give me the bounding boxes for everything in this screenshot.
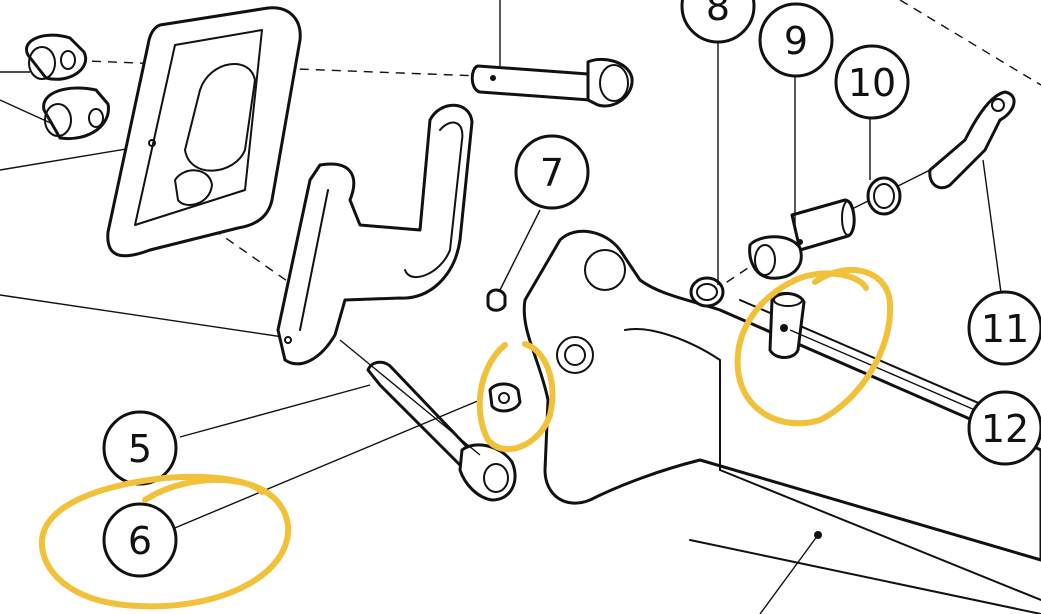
axle-assembly bbox=[748, 198, 856, 280]
callout-6-label: 6 bbox=[128, 519, 152, 563]
nut-small bbox=[488, 382, 522, 413]
lever-11 bbox=[928, 90, 1016, 301]
callout-11-label: 11 bbox=[981, 307, 1029, 351]
bushing-upper bbox=[25, 33, 88, 81]
rocker-plate-front bbox=[276, 103, 474, 366]
highlight-annotations bbox=[38, 266, 894, 610]
o-ring-10 bbox=[866, 176, 902, 216]
highlight-circle-nut bbox=[476, 341, 556, 453]
callout-10: 10 bbox=[834, 44, 910, 120]
callout-7: 7 bbox=[514, 134, 590, 210]
highlight-circle-callout-6 bbox=[38, 473, 292, 610]
callout-5: 5 bbox=[102, 410, 178, 486]
bolt-top bbox=[470, 0, 634, 108]
highlight-circle-pin-12 bbox=[734, 266, 894, 427]
set-screw-small bbox=[486, 209, 541, 312]
callout-9: 9 bbox=[758, 2, 834, 78]
callout-12-label: 12 bbox=[981, 407, 1029, 451]
callout-9-label: 9 bbox=[784, 19, 808, 63]
callout-6: 6 bbox=[102, 502, 178, 578]
rocker-plate-rear bbox=[106, 6, 302, 258]
callout-8-label: 8 bbox=[706, 0, 730, 29]
bushing-lower bbox=[42, 86, 110, 141]
callout-7-label: 7 bbox=[540, 151, 564, 195]
callout-5-label: 5 bbox=[128, 427, 152, 471]
callout-leaders bbox=[169, 40, 976, 531]
callout-10-label: 10 bbox=[848, 61, 896, 105]
callout-12: 12 bbox=[967, 390, 1041, 466]
callout-8: 8 bbox=[680, 0, 756, 44]
pivot-pin-lower bbox=[339, 339, 517, 502]
o-ring-8 bbox=[689, 276, 725, 308]
pin-12 bbox=[768, 292, 806, 359]
callout-11: 11 bbox=[967, 290, 1041, 366]
